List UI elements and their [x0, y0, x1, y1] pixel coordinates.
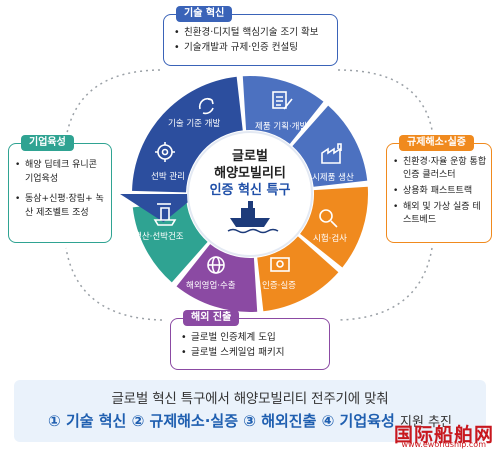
overseas-box: 해외 진출 글로벌 인증체계 도입 글로벌 스케일업 패키지 [170, 310, 330, 370]
summary-tail: 지원 추진 [399, 415, 452, 430]
tech-innovation-title: 기술 혁신 [176, 6, 233, 22]
ring-segment-export [176, 244, 258, 312]
certificate-icon [270, 257, 290, 272]
globe-icon [207, 256, 225, 274]
summary-item-1: ① 기술 혁신 [48, 412, 127, 430]
center-title-line3: 인증 혁신 특구 [209, 183, 291, 198]
center-title: 글로벌 해양모빌리티 인증 혁신 특구 [186, 148, 314, 199]
overseas-item-2: 글로벌 스케일업 패키지 [181, 345, 329, 360]
factory-icon [321, 143, 342, 164]
summary-item-4: ④ 기업육성 [321, 412, 395, 430]
ship-icon [227, 201, 279, 234]
watermark-logo: 国际船舶网 [393, 424, 494, 446]
center-circle [187, 131, 313, 257]
stage-label-cert: 인증·실증 [262, 281, 296, 291]
ring-segment-prototype [292, 105, 368, 187]
regulation-title: 규제해소·실증 [399, 135, 474, 151]
reg-item-3: 해외 및 가상 실증 테스트베드 [393, 201, 487, 227]
overseas-item-1: 글로벌 인증체계 도입 [181, 330, 329, 345]
recycle-icon [198, 97, 214, 115]
summary-item-2: ② 규제해소·실증 [131, 412, 239, 430]
ring-segment-test [300, 186, 368, 268]
summary-panel: 글로벌 혁신 특구에서 해양모빌리티 전주기에 맞춰 ① 기술 혁신 ② 규제해… [14, 380, 486, 442]
ring-segment-shipbuilding [132, 201, 208, 283]
stage-label-tech-standard: 기술 기준 개발 [168, 119, 221, 129]
center-title-line2: 해양모빌리티 [214, 166, 286, 181]
magnifier-icon [319, 209, 338, 228]
overseas-title: 해외 진출 [183, 310, 240, 326]
stage-label-prototype: 시제품 생산 [312, 173, 354, 183]
document-pencil-icon [272, 91, 293, 110]
reg-item-2: 상용화 패스트트랙 [393, 185, 487, 198]
gear-check-icon [155, 142, 175, 162]
regulation-box: 규제해소·실증 친환경·자율 운항 통합인증 클러스터 상용화 패스트트랙 해외… [386, 135, 492, 243]
tech-item-1: 친환경·디지털 핵심기술 조기 확보 [174, 25, 337, 40]
stage-label-test: 시험·검사 [313, 234, 347, 244]
watermark-url: www.eworldship.com [401, 440, 486, 449]
stage-label-shipbuilding: 생산·선박건조 [134, 232, 184, 242]
ring-arrow-head [120, 194, 198, 223]
summary-line1: 글로벌 혁신 특구에서 해양모빌리티 전주기에 맞춰 [111, 391, 389, 407]
stage-label-export: 해외영업·수출 [186, 281, 236, 291]
lifecycle-ring [120, 76, 368, 312]
shipbuilding-icon [153, 203, 177, 226]
corp-item-2: 동삼+신평·장림+ 녹산 제조벨트 조성 [15, 192, 107, 220]
tech-innovation-box: 기술 혁신 친환경·디지털 핵심기술 조기 확보 기술개발과 규제·인증 컨설팅 [163, 6, 338, 66]
reg-item-1: 친환경·자율 운항 통합인증 클러스터 [393, 156, 487, 182]
stage-label-ship-mgmt: 선박 관리 [151, 172, 185, 182]
stage-label-product-dev: 제품 기획·개발 [255, 122, 308, 132]
tech-item-2: 기술개발과 규제·인증 컨설팅 [174, 40, 337, 55]
ring-segment-tech-standard [132, 76, 243, 193]
center-title-line1: 글로벌 [232, 149, 268, 164]
corporate-box: 기업육성 해양 딥테크 유니콘 기업육성 동삼+신평·장림+ 녹산 제조벨트 조… [8, 135, 112, 243]
corp-item-1: 해양 딥테크 유니콘 기업육성 [15, 158, 107, 186]
ring-segment-cert [257, 236, 339, 312]
stage-icons [153, 91, 342, 274]
ring-segment-product-dev [242, 76, 324, 144]
summary-line2: ① 기술 혁신 ② 규제해소·실증 ③ 해외진출 ④ 기업육성 지원 추진 [14, 410, 486, 431]
connector-arcs [65, 69, 433, 321]
lifecycle-diagram [65, 69, 433, 321]
summary-item-3: ③ 해외진출 [243, 412, 317, 430]
corporate-title: 기업육성 [21, 135, 74, 151]
